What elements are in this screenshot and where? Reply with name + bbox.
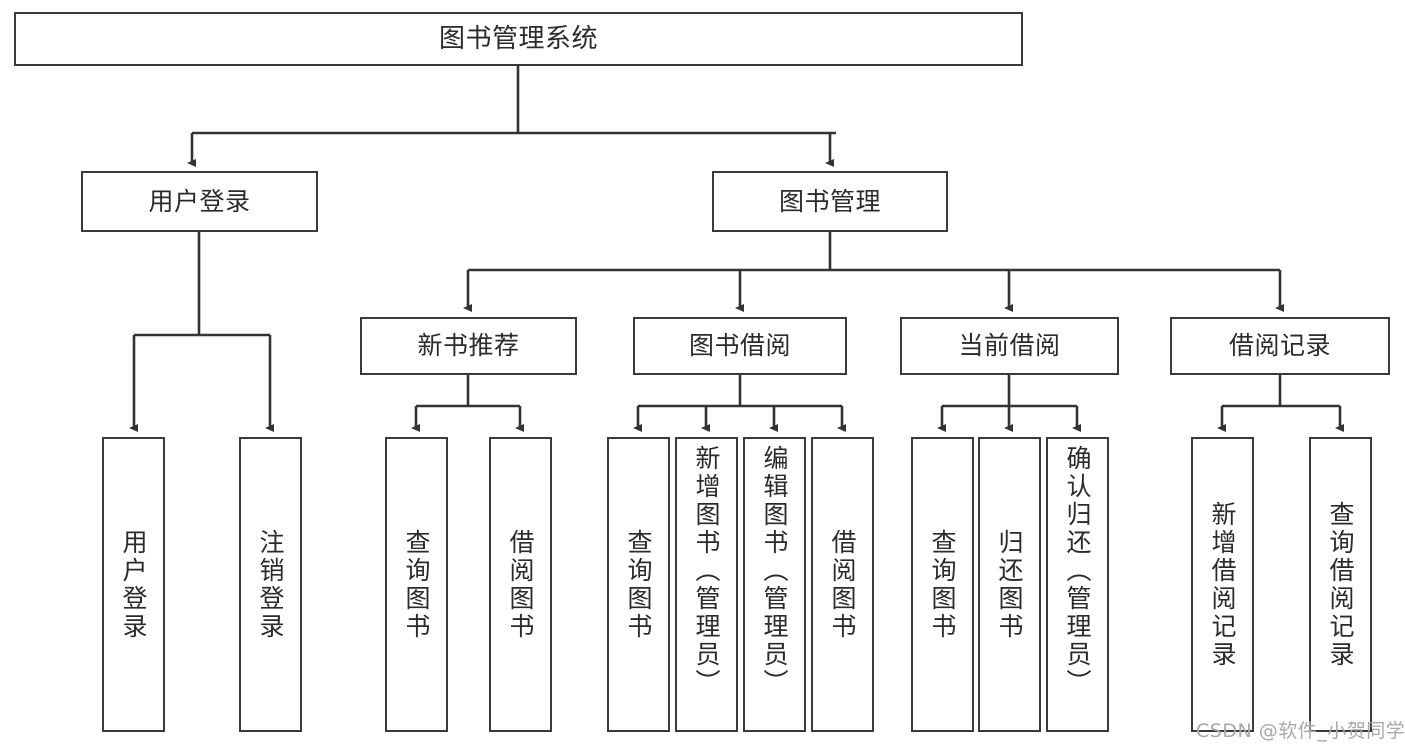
leaf-borrow-book-borrowing[interactable]: 借阅图书: [811, 437, 874, 732]
node-label: 借阅记录: [1228, 331, 1331, 361]
node-label: 用户登录: [148, 186, 251, 216]
leaf-edit-book-admin[interactable]: 编辑图书（管理员）: [743, 437, 806, 732]
node-label: 查询图书: [928, 528, 957, 641]
node-label: 借阅图书: [506, 528, 535, 641]
leaf-return-book[interactable]: 归还图书: [978, 437, 1041, 732]
node-borrowing-record[interactable]: 借阅记录: [1170, 317, 1390, 375]
node-label: 当前借阅: [958, 331, 1061, 361]
node-label: 新增图书（管理员）: [692, 445, 721, 697]
node-label: 借阅图书: [828, 528, 857, 641]
node-label: 查询借阅记录: [1326, 500, 1355, 669]
leaf-query-book-borrowing[interactable]: 查询图书: [607, 437, 670, 732]
node-book-management[interactable]: 图书管理: [712, 171, 948, 232]
leaf-confirm-return-admin[interactable]: 确认归还（管理员）: [1046, 437, 1109, 732]
leaf-add-borrow-record[interactable]: 新增借阅记录: [1191, 437, 1254, 732]
leaf-borrow-book-recommendation[interactable]: 借阅图书: [489, 437, 552, 732]
leaf-user-login[interactable]: 用户登录: [102, 437, 165, 732]
node-new-book-recommendation[interactable]: 新书推荐: [360, 317, 577, 375]
node-label: 新增借阅记录: [1208, 500, 1237, 669]
node-label: 新书推荐: [417, 331, 520, 361]
node-label: 查询图书: [624, 528, 653, 641]
leaf-logout[interactable]: 注销登录: [239, 437, 302, 732]
node-label: 查询图书: [402, 528, 431, 641]
node-label: 编辑图书（管理员）: [760, 445, 789, 697]
node-label: 归还图书: [995, 528, 1024, 641]
node-label: 注销登录: [256, 528, 285, 641]
leaf-query-borrow-record[interactable]: 查询借阅记录: [1309, 437, 1372, 732]
node-book-borrowing[interactable]: 图书借阅: [633, 317, 847, 375]
node-label: 确认归还（管理员）: [1063, 445, 1092, 697]
node-label: 图书借阅: [688, 331, 791, 361]
leaf-query-book-current[interactable]: 查询图书: [911, 437, 974, 732]
leaf-query-book-recommendation[interactable]: 查询图书: [385, 437, 448, 732]
node-current-borrowing[interactable]: 当前借阅: [900, 317, 1119, 375]
node-label: 用户登录: [119, 528, 148, 641]
csdn-watermark: CSDN @软件_小贺同学: [1196, 720, 1405, 742]
node-label: 图书管理: [778, 186, 881, 216]
node-book-management-system[interactable]: 图书管理系统: [14, 12, 1023, 66]
node-label: 图书管理系统: [438, 23, 598, 54]
node-user-login[interactable]: 用户登录: [81, 171, 318, 232]
leaf-add-book-admin[interactable]: 新增图书（管理员）: [675, 437, 738, 732]
